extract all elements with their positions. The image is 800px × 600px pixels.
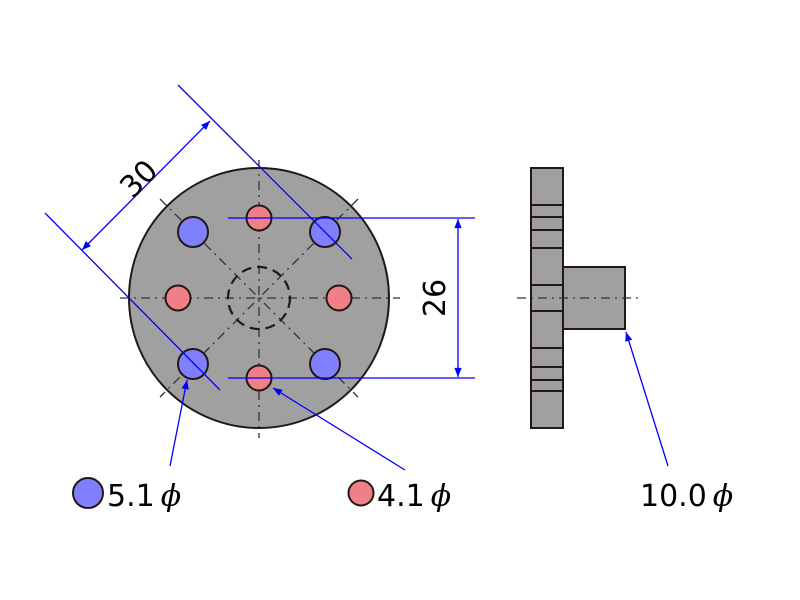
dimension-30: 30 — [113, 153, 165, 205]
svg-text:5.1ϕ: 5.1ϕ — [107, 479, 181, 514]
hub-hidden-circle — [226, 265, 292, 331]
legend-red-label: 4.1 — [377, 479, 425, 514]
legend-blue-label: 5.1 — [107, 479, 155, 514]
dimension-26: 26 — [418, 279, 453, 317]
hole-4-1 — [164, 284, 192, 312]
svg-text:4.1ϕ: 4.1ϕ — [377, 479, 451, 514]
hole-4-1 — [325, 284, 353, 312]
phi-symbol: ϕ — [713, 479, 733, 514]
red-hole-swatch — [347, 479, 375, 507]
phi-symbol: ϕ — [431, 479, 451, 514]
phi-symbol: ϕ — [161, 479, 181, 514]
hole-5-1 — [309, 348, 341, 380]
side-view — [517, 167, 638, 429]
flange-side — [530, 167, 564, 429]
front-view — [120, 160, 400, 438]
blue-hole-swatch — [72, 477, 104, 509]
dimension-lines — [44, 84, 669, 471]
hole-5-1 — [177, 348, 209, 380]
hole-5-1 — [177, 216, 209, 248]
